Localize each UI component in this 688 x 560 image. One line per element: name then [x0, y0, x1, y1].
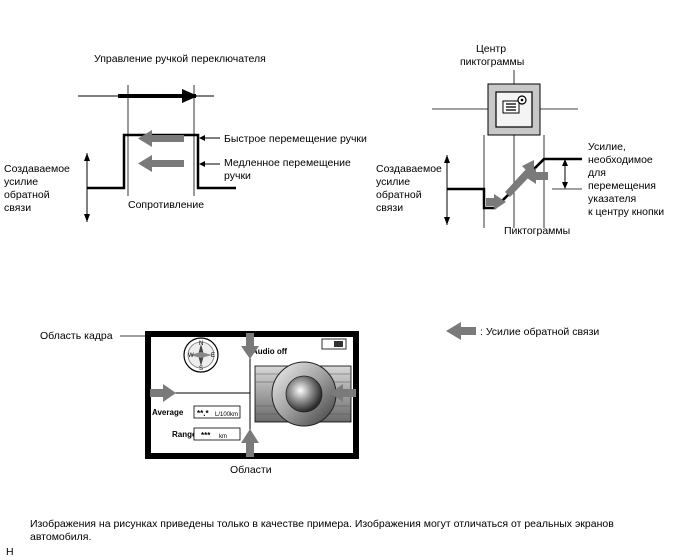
- legend-arrow-icon: [446, 322, 476, 340]
- force-axis-up-head: [84, 153, 90, 161]
- knob-control-title: Управление ручкой переключателя: [94, 53, 266, 65]
- areas-label: Области: [230, 464, 272, 476]
- force-label-2: усилие: [4, 176, 38, 188]
- legend: : Усилие обратной связи: [446, 322, 599, 340]
- slow-move-label-1: Медленное перемещение: [224, 157, 351, 169]
- feedback-arrow-bottom: [241, 429, 259, 457]
- range-box: [193, 427, 241, 441]
- average-value: **.*: [197, 409, 209, 418]
- force-axis-down-head: [84, 214, 90, 222]
- effort-label-5: указателя: [588, 193, 636, 205]
- slow-move-arrow: [138, 155, 184, 172]
- knob-control-diagram: Управление ручкой переключателя Быстрое …: [4, 53, 367, 222]
- range-unit: km: [219, 434, 227, 440]
- icons-label: Пиктограммы: [504, 225, 570, 237]
- disclaimer-note: Изображения на рисунках приведены только…: [30, 518, 614, 543]
- force-label-4: связи: [4, 202, 31, 214]
- force-right-label-3: обратной: [376, 189, 422, 201]
- resistance-label: Сопротивление: [128, 199, 204, 211]
- effort-label-2: необходимое: [588, 154, 653, 166]
- compass-w: W: [188, 353, 194, 359]
- force-right-label-1: Создаваемое: [376, 163, 442, 175]
- force-right-label-4: связи: [376, 202, 403, 214]
- settings-icon-box: [487, 83, 541, 136]
- display-mode-icon: [321, 338, 347, 350]
- fast-move-arrow: [138, 130, 184, 147]
- movement-arrow-head: [182, 89, 198, 103]
- pull-to-center-arrow-right: [524, 168, 548, 184]
- feedback-arrow-left: [150, 384, 176, 402]
- figure-code: H: [6, 546, 14, 558]
- slow-pointer-icon: [199, 161, 205, 167]
- force-right-label-2: усилие: [376, 176, 410, 188]
- compass-icon: N S W E: [183, 337, 219, 373]
- screen-areas-diagram: Область кадра N S W E Audio off: [40, 330, 359, 476]
- legend-label: : Усилие обратной связи: [480, 326, 599, 338]
- feedback-arrow-right: [330, 384, 356, 402]
- feedback-arrow-top: [241, 333, 259, 359]
- frame-area-label: Область кадра: [40, 330, 113, 342]
- effort-label-6: к центру кнопки: [588, 206, 664, 218]
- average-label: Average: [152, 408, 184, 417]
- audio-off-label: Audio off: [252, 347, 287, 356]
- compass-n: N: [199, 341, 203, 347]
- icon-center-label-2: пиктограммы: [460, 56, 524, 68]
- fast-pointer-icon: [199, 135, 205, 141]
- range-label: Range: [172, 430, 197, 439]
- compass-s: S: [199, 366, 203, 372]
- pull-to-center-arrow-left: [486, 194, 506, 210]
- slow-move-label-2: ручки: [224, 170, 251, 182]
- force-label-3: обратной: [4, 189, 50, 201]
- average-box: [193, 405, 241, 419]
- settings-gear-icon: [502, 95, 527, 114]
- range-value: ***: [201, 431, 211, 440]
- effort-label-1: Усилие,: [588, 141, 626, 153]
- icon-feedback-waveform: [447, 157, 582, 210]
- compass-e: E: [211, 353, 215, 359]
- icon-center-diagram: Центр пиктограммы: [376, 43, 664, 237]
- fast-move-label: Быстрое перемещение ручки: [224, 133, 367, 145]
- icon-center-label-1: Центр: [476, 43, 506, 55]
- effort-label-4: перемещения: [588, 180, 656, 192]
- force-label-1: Создаваемое: [4, 163, 70, 175]
- effort-label-3: для: [588, 167, 606, 179]
- average-unit: L/100km: [215, 412, 238, 418]
